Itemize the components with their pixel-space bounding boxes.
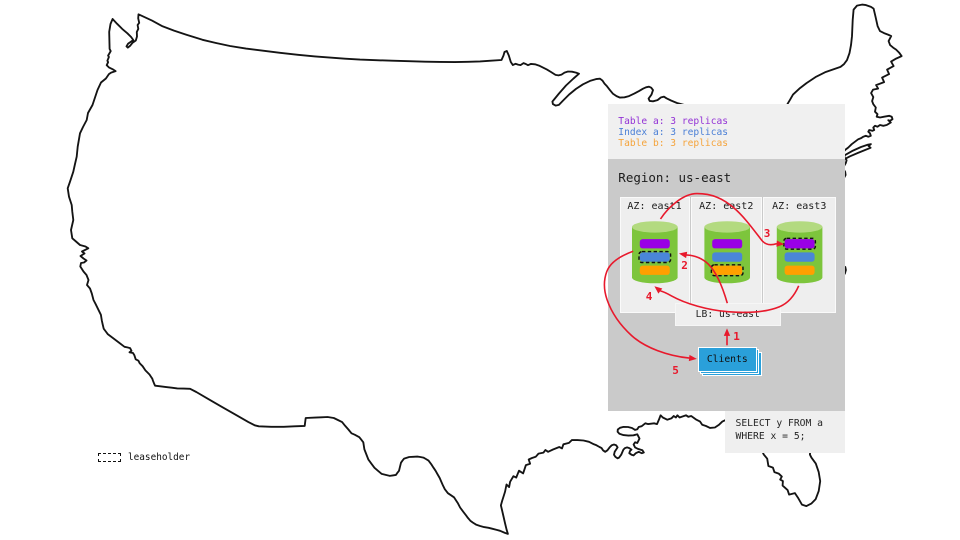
legend-table-a: Table a: 3 replicas — [618, 115, 729, 127]
replica-legend-panel: Table a: 3 replicas Index a: 3 replicas … — [608, 104, 845, 159]
sql-line-2: WHERE x = 5; — [735, 431, 806, 442]
step-number-2: 2 — [681, 259, 688, 273]
leaseholder-legend: leaseholder — [97, 452, 191, 464]
sql-line-1: SELECT y FROM a — [735, 418, 824, 429]
az-label-east2: AZ: east2 — [699, 201, 754, 213]
leaseholder-label: leaseholder — [128, 452, 191, 463]
step-number-3: 3 — [763, 226, 771, 240]
load-balancer-box: LB: us-east — [674, 303, 781, 326]
step-number-5: 5 — [672, 363, 679, 377]
region-title: Region: us-east — [618, 170, 732, 185]
legend-index-a: Index a: 3 replicas — [618, 126, 729, 138]
step-number-1: 1 — [733, 329, 740, 343]
legend-table-b: Table b: 3 replicas — [618, 137, 729, 149]
leaseholder-swatch-icon — [97, 452, 121, 463]
clients-label: Clients — [706, 353, 748, 365]
az-box-east3: AZ: east3 — [763, 197, 836, 313]
sql-query-box: SELECT y FROM a WHERE x = 5; — [725, 410, 845, 453]
az-box-east2: AZ: east2 — [691, 197, 762, 313]
clients-box: Clients — [697, 347, 757, 372]
az-label-east3: AZ: east3 — [772, 201, 827, 213]
step-number-4: 4 — [645, 290, 653, 303]
load-balancer-label: LB: us-east — [695, 309, 760, 320]
az-label-east1: AZ: east1 — [627, 201, 682, 213]
